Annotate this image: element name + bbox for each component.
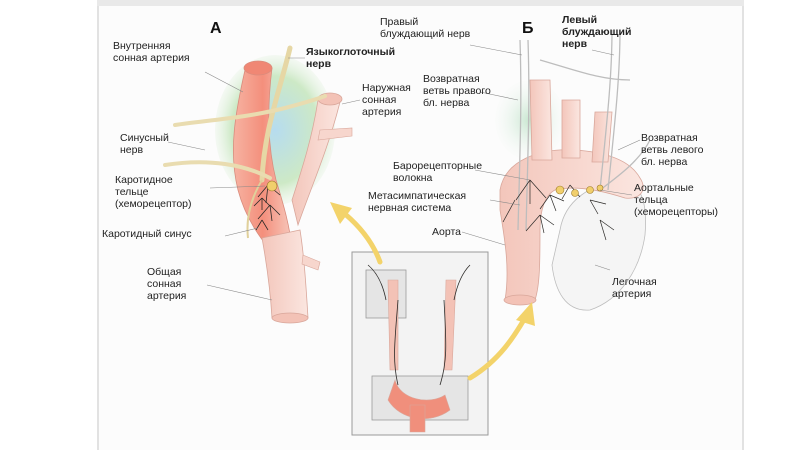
panel-b-letter: Б — [522, 20, 534, 37]
inset-vessels — [387, 279, 457, 433]
vagus-nerves — [517, 29, 651, 231]
panel-a-illustration — [163, 45, 353, 324]
label-metasympathetic-system: Метасимпатическая нервная система — [368, 190, 467, 214]
external-carotid-branch — [317, 127, 353, 141]
aortic-bodies — [555, 184, 604, 197]
label-external-carotid: Наружная сонная артерия — [362, 82, 411, 118]
common-carotid-artery — [261, 229, 309, 319]
inset-highlight-carotid — [365, 269, 407, 319]
label-recurrent-left: Возвратная ветвь левого бл. нерва — [641, 132, 704, 168]
label-aorta: Аорта — [432, 226, 461, 238]
left-common-carotid — [561, 99, 581, 159]
label-carotid-body: Каротидное тельце (хеморецептор) — [115, 174, 192, 210]
inset-nerves — [367, 264, 471, 386]
label-aortic-bodies: Аортальные тельца (хеморецепторы) — [634, 182, 719, 218]
label-baroreceptor-fibers: Барорецепторные волокна — [393, 160, 483, 184]
arrow-to-panel-a — [342, 211, 383, 265]
label-carotid-sinus: Каротидный синус — [102, 228, 192, 240]
panel-b-leader-lines — [461, 44, 641, 271]
arrow-to-panel-b-head — [516, 302, 535, 326]
internal-carotid-opening — [243, 60, 273, 76]
label-internal-carotid: Внутренняя сонная артерия — [113, 40, 190, 64]
brachiocephalic-trunk — [529, 79, 553, 161]
sinus-nerve — [163, 160, 272, 180]
left-subclavian — [591, 111, 613, 163]
sinus-nerve-continuation — [246, 179, 263, 239]
label-glossopharyngeal-nerve: Языкоглоточный нерв — [306, 46, 396, 70]
arrow-to-panel-b — [467, 315, 528, 381]
panel-a-leader-lines — [167, 57, 361, 301]
aorta-opening — [503, 294, 537, 306]
common-carotid-branch — [301, 254, 321, 271]
top-scroll-edge — [97, 0, 744, 6]
label-sinus-nerve: Синусный нерв — [120, 132, 169, 156]
arrow-to-panel-a-head — [330, 202, 352, 224]
panel-a-letter: А — [210, 20, 222, 37]
common-carotid-opening — [271, 312, 309, 324]
carotid-body — [266, 180, 278, 192]
label-pulmonary-artery: Легочная артерия — [612, 276, 657, 300]
panel-b-illustration — [495, 29, 651, 311]
label-recurrent-right: Возвратная ветвь правого бл. нерва — [423, 73, 491, 109]
label-right-vagus: Правый блуждающий нерв — [380, 16, 471, 40]
overview-inset — [351, 251, 489, 436]
label-left-vagus: Левый блуждающий нерв — [562, 14, 632, 50]
upper-nerve-branch — [173, 94, 327, 127]
pointer-arrows — [330, 202, 535, 381]
label-common-carotid: Общая сонная артерия — [147, 266, 187, 302]
